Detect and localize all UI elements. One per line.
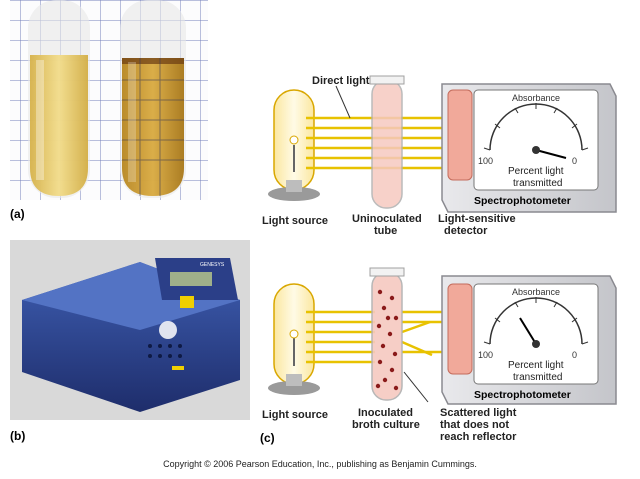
- incident-light-beams: [306, 310, 375, 364]
- meter-title-bottom: Absorbance: [512, 287, 560, 297]
- meter-caption1-bottom: Percent light: [508, 360, 564, 371]
- meter-right-top: 0: [572, 156, 577, 166]
- meter-title-top: Absorbance: [512, 93, 560, 103]
- instrument-label: [180, 296, 194, 308]
- spectrophotometer-bottom: Absorbance 100 0 Percent light transmitt…: [441, 275, 617, 405]
- device-name-bottom: Spectrophotometer: [474, 389, 571, 401]
- label-uninoculated-1: Uninoculated: [352, 213, 422, 225]
- scattered-light-leader: [403, 371, 429, 403]
- label-scattered-1: Scattered light: [440, 407, 517, 419]
- detector-top: [447, 89, 473, 181]
- label-scattered-2: that does not: [440, 419, 509, 431]
- uninoculated-tube: [369, 75, 405, 209]
- label-light-source-top: Light source: [262, 215, 328, 227]
- instrument-keypad: [148, 344, 182, 358]
- label-detector-1: Light-sensitive: [438, 213, 516, 225]
- label-light-source-bottom: Light source: [262, 409, 328, 421]
- inoculated-setup: Absorbance 100 0 Percent light transmitt…: [262, 267, 617, 443]
- meter-caption2-top: transmitted: [513, 178, 562, 189]
- meter-left-bottom: 100: [478, 350, 493, 360]
- lamp-bottom: [268, 283, 320, 395]
- lamp-top: [268, 89, 320, 201]
- label-detector-2: detector: [444, 225, 488, 237]
- panel-label-c: (c): [260, 431, 275, 445]
- spectrophotometer-photo: GENESYS: [10, 240, 250, 420]
- turbid-broth-tube: [120, 0, 186, 198]
- label-inoculated-1: Inoculated: [358, 407, 413, 419]
- panel-label-a: (a): [10, 207, 25, 221]
- meter-needle-bottom: [519, 317, 537, 345]
- meter-caption2-bottom: transmitted: [513, 372, 562, 383]
- label-scattered-3: reach reflector: [440, 431, 517, 443]
- detector-bottom: [447, 283, 473, 375]
- label-direct-light: Direct light: [312, 75, 370, 87]
- instrument-keypad-logo: [159, 321, 177, 339]
- copyright-line: Copyright © 2006 Pearson Education, Inc.…: [163, 459, 477, 469]
- label-inoculated-2: broth culture: [352, 419, 420, 431]
- label-uninoculated-2: tube: [374, 225, 397, 237]
- meter-caption1-top: Percent light: [508, 166, 564, 177]
- meter-right-bottom: 0: [572, 350, 577, 360]
- instrument-lcd: [170, 272, 212, 286]
- spectrophotometer-top: Absorbance 100 0 Percent light transmitt…: [441, 83, 617, 213]
- inoculated-tube: [369, 267, 405, 401]
- meter-needle-top: [535, 149, 567, 159]
- direct-light-leader: [335, 85, 351, 119]
- uninoculated-setup: Absorbance 100 0 Percent light transmitt…: [262, 75, 617, 237]
- panel-label-b: (b): [10, 429, 25, 443]
- device-name-top: Spectrophotometer: [474, 195, 571, 207]
- instrument-brand: GENESYS: [200, 262, 225, 268]
- meter-left-top: 100: [478, 156, 493, 166]
- tubes-photo: [10, 0, 208, 200]
- clear-broth-tube: [28, 0, 90, 198]
- bacteria-cells: [375, 289, 399, 391]
